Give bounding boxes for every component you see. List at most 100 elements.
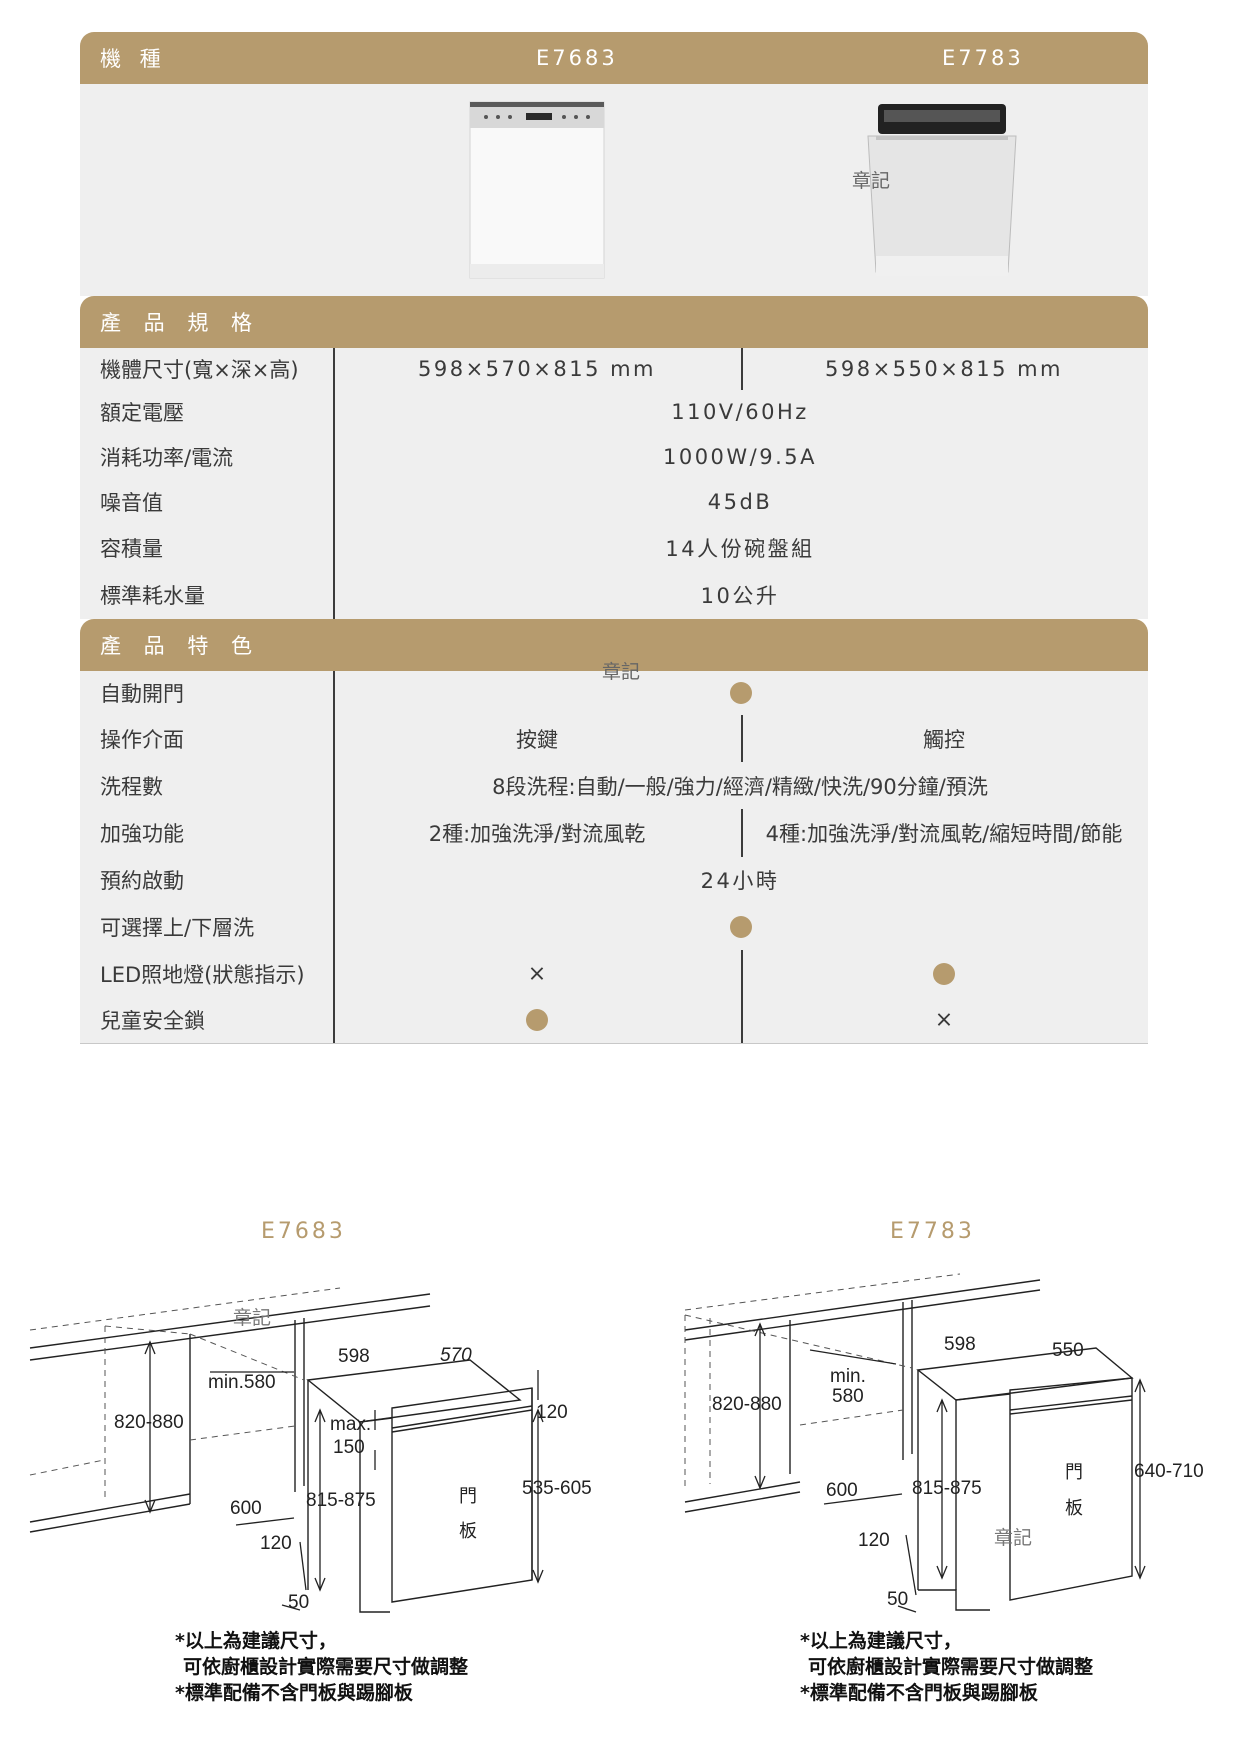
spec-row-size: 機體尺寸(寬×深×高) 598×570×815 mm 598×550×815 m… — [80, 348, 1148, 391]
feature-value: 24小時 — [700, 869, 780, 893]
dim-820-880-label: 820-880 — [114, 1412, 184, 1433]
note-line: *標準配備不含門板與踢腳板 — [800, 1682, 1038, 1704]
spec-value: 110V/60Hz — [671, 400, 809, 424]
spec-value: 45dB — [707, 490, 773, 514]
column-divider — [333, 671, 335, 715]
column-divider — [333, 571, 335, 619]
stamp-mark-diagram-a: 章記 — [233, 1307, 271, 1329]
model-header-label: 機 種 — [100, 47, 167, 71]
model-header-bar: 機 種 E7683 E7783 — [80, 32, 1148, 84]
feature-label: 操作介面 — [100, 727, 184, 752]
dishwasher-e7783-image — [867, 104, 1017, 276]
model-a-name: E7683 — [536, 46, 618, 70]
feature-label: 預約啟動 — [100, 869, 184, 893]
note-line: *以上為建議尺寸， — [800, 1630, 962, 1652]
spec-value-a: 598×570×815 mm — [417, 357, 657, 381]
dim-535-605-label: 535-605 — [522, 1478, 592, 1499]
spec-row-water: 標準耗水量 10公升 — [80, 571, 1148, 619]
dishwasher-e7683-image — [469, 101, 605, 279]
door-panel-label-1: 門 — [1065, 1462, 1083, 1482]
door-panel-label-1: 門 — [459, 1486, 477, 1506]
door-panel-label-2: 板 — [459, 1521, 477, 1541]
column-divider — [333, 809, 335, 857]
installation-diagram-e7683: 598 570 120 min.580 820-880 max. 150 600… — [29, 1287, 592, 1613]
dim-580-label: 580 — [832, 1386, 864, 1407]
dim-max-label: max. — [330, 1414, 371, 1435]
note-line: *以上為建議尺寸， — [175, 1630, 337, 1652]
door-panel-label-2: 板 — [1065, 1498, 1083, 1518]
feature-label: 可選擇上/下層洗 — [100, 915, 255, 940]
stamp-mark-diagram-b: 章記 — [994, 1527, 1032, 1549]
dim-150-label: 150 — [333, 1437, 365, 1458]
dim-815-875-label: 815-875 — [306, 1490, 376, 1511]
feature-value-b: 觸控 — [923, 727, 965, 752]
feature-value-b: 4種:加強洗淨/對流風乾/縮短時間/節能 — [765, 822, 1123, 846]
features-title: 產 品 特 色 — [100, 634, 261, 658]
column-divider — [333, 390, 335, 434]
feature-row-interface: 操作介面 按鍵 觸控 — [80, 715, 1148, 763]
spec-label: 額定電壓 — [100, 401, 184, 425]
note-line: 可依廚櫃設計實際需要尺寸做調整 — [808, 1656, 1094, 1678]
column-divider — [333, 950, 335, 997]
column-divider — [741, 997, 743, 1043]
feature-row-upper-lower: 可選擇上/下層洗 — [80, 903, 1148, 951]
feature-value: 8段洗程:自動/一般/強力/經濟/精緻/快洗/90分鐘/預洗 — [492, 774, 988, 799]
dim-550-label: 550 — [1052, 1340, 1084, 1361]
dim-120-label: 120 — [858, 1530, 890, 1551]
diagram-b-title: E7783 — [890, 1219, 975, 1244]
dim-598-label: 598 — [338, 1346, 370, 1367]
specs-title: 產 品 規 格 — [100, 311, 261, 335]
dim-50-label: 50 — [288, 1592, 309, 1613]
feature-row-boost: 加強功能 2種:加強洗淨/對流風乾 4種:加強洗淨/對流風乾/縮短時間/節能 — [80, 809, 1148, 858]
stamp-mark-middle: 章記 — [602, 661, 641, 683]
column-divider — [333, 857, 335, 903]
dim-50-label: 50 — [887, 1589, 908, 1610]
spec-value: 14人份碗盤組 — [665, 537, 815, 561]
unavailable-cross-icon: × — [934, 1007, 954, 1033]
column-divider — [741, 348, 743, 390]
dim-min580-label: min.580 — [208, 1372, 276, 1393]
spec-row-power: 消耗功率/電流 1000W/9.5A — [80, 434, 1148, 480]
feature-value-a: 按鍵 — [516, 727, 558, 752]
spec-row-voltage: 額定電壓 110V/60Hz — [80, 390, 1148, 435]
spec-value-b: 598×550×815 mm — [824, 357, 1064, 381]
dim-120-top-label: 120 — [536, 1402, 568, 1423]
note-line: *標準配備不含門板與踢腳板 — [175, 1682, 413, 1704]
feature-row-led-floor-light: LED照地燈(狀態指示) × — [80, 950, 1148, 998]
notes-e7783: *以上為建議尺寸， 可依廚櫃設計實際需要尺寸做調整 *標準配備不含門板與踢腳板 — [800, 1628, 1093, 1706]
feature-row-delay-start: 預約啟動 24小時 — [80, 857, 1148, 904]
feature-value-a: 2種:加強洗淨/對流風乾 — [428, 822, 646, 846]
spec-row-noise: 噪音值 45dB — [80, 479, 1148, 526]
dim-815-875-label: 815-875 — [912, 1478, 982, 1499]
unavailable-cross-icon: × — [527, 961, 547, 986]
spec-row-capacity: 容積量 14人份碗盤組 — [80, 525, 1148, 572]
dim-600-label: 600 — [230, 1498, 262, 1519]
feature-row-child-lock: 兒童安全鎖 × — [80, 997, 1148, 1044]
installation-diagram-e7783: 598 550 min. 580 820-880 600 815-875 640… — [684, 1273, 1204, 1613]
feature-label: LED照地燈(狀態指示) — [100, 962, 305, 987]
spec-label: 噪音值 — [100, 491, 163, 515]
dim-820-880-label: 820-880 — [712, 1394, 782, 1415]
spec-value: 10公升 — [700, 584, 780, 608]
dim-570-label: 570 — [440, 1345, 472, 1366]
feature-label: 兒童安全鎖 — [100, 1009, 205, 1033]
diagram-a-title: E7683 — [261, 1219, 346, 1244]
column-divider — [333, 762, 335, 809]
column-divider — [741, 950, 743, 997]
column-divider — [333, 434, 335, 479]
column-divider — [333, 903, 335, 950]
column-divider — [333, 525, 335, 571]
available-dot-icon — [526, 1009, 548, 1031]
available-dot-icon — [730, 682, 752, 704]
available-dot-icon — [730, 915, 752, 938]
specs-section-bar: 產 品 規 格 — [80, 296, 1148, 348]
feature-label: 加強功能 — [100, 822, 184, 846]
column-divider — [333, 479, 335, 525]
features-section-bar: 產 品 特 色 — [80, 619, 1148, 671]
dim-600-label: 600 — [826, 1480, 858, 1501]
column-divider — [741, 809, 743, 857]
feature-label: 洗程數 — [100, 774, 163, 799]
available-dot-icon — [933, 962, 955, 985]
spec-label: 容積量 — [100, 537, 163, 561]
note-line: 可依廚櫃設計實際需要尺寸做調整 — [183, 1656, 469, 1678]
